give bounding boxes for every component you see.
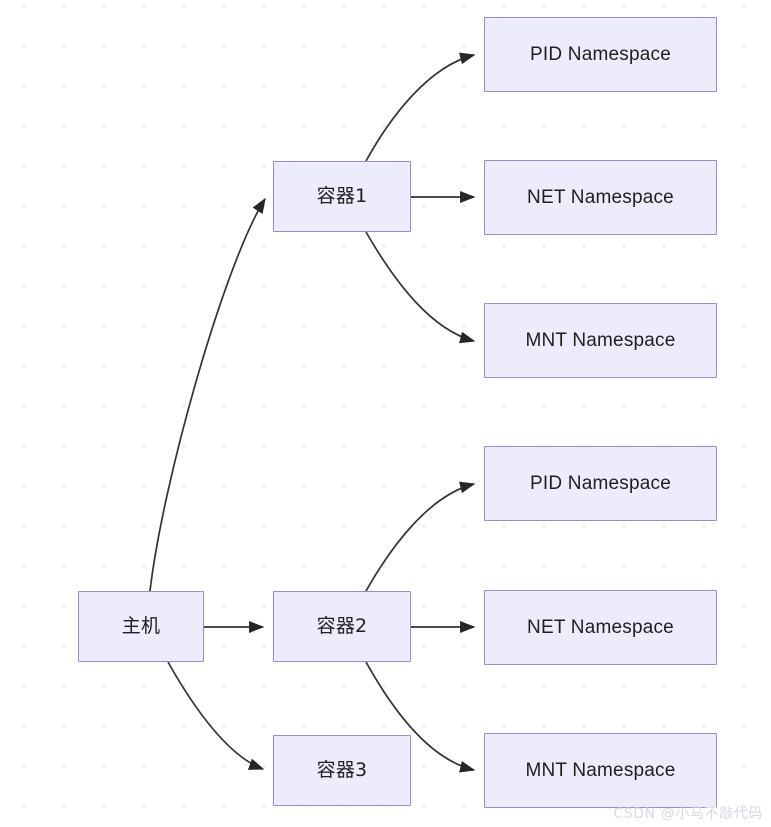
- edge-container2-to-pid2: [365, 481, 476, 592]
- node-label-net1: NET Namespace: [527, 187, 674, 208]
- edge-container1-to-pid1: [365, 52, 476, 162]
- node-container3[interactable]: 容器3: [273, 735, 411, 806]
- node-pid1[interactable]: PID Namespace: [484, 17, 717, 92]
- node-label-mnt1: MNT Namespace: [525, 330, 676, 351]
- node-container2[interactable]: 容器2: [273, 591, 411, 662]
- node-host[interactable]: 主机: [78, 591, 204, 662]
- node-label-pid2: PID Namespace: [530, 473, 671, 494]
- edge-host-to-container3: [167, 661, 265, 770]
- node-label-pid1: PID Namespace: [530, 44, 671, 65]
- edge-host-to-container1: [149, 197, 266, 592]
- node-label-net2: NET Namespace: [527, 617, 674, 638]
- node-container1[interactable]: 容器1: [273, 161, 411, 232]
- watermark-text: CSDN @小马不敲代码: [613, 806, 763, 822]
- node-label-mnt2: MNT Namespace: [525, 760, 676, 781]
- edge-container1-to-mnt1: [365, 231, 476, 344]
- node-pid2[interactable]: PID Namespace: [484, 446, 717, 521]
- node-mnt1[interactable]: MNT Namespace: [484, 303, 717, 378]
- node-label-container3: 容器3: [316, 759, 368, 781]
- node-net1[interactable]: NET Namespace: [484, 160, 717, 235]
- node-mnt2[interactable]: MNT Namespace: [484, 733, 717, 808]
- node-net2[interactable]: NET Namespace: [484, 590, 717, 665]
- node-label-host: 主机: [121, 615, 161, 637]
- node-label-container2: 容器2: [316, 615, 368, 637]
- node-label-container1: 容器1: [316, 185, 368, 207]
